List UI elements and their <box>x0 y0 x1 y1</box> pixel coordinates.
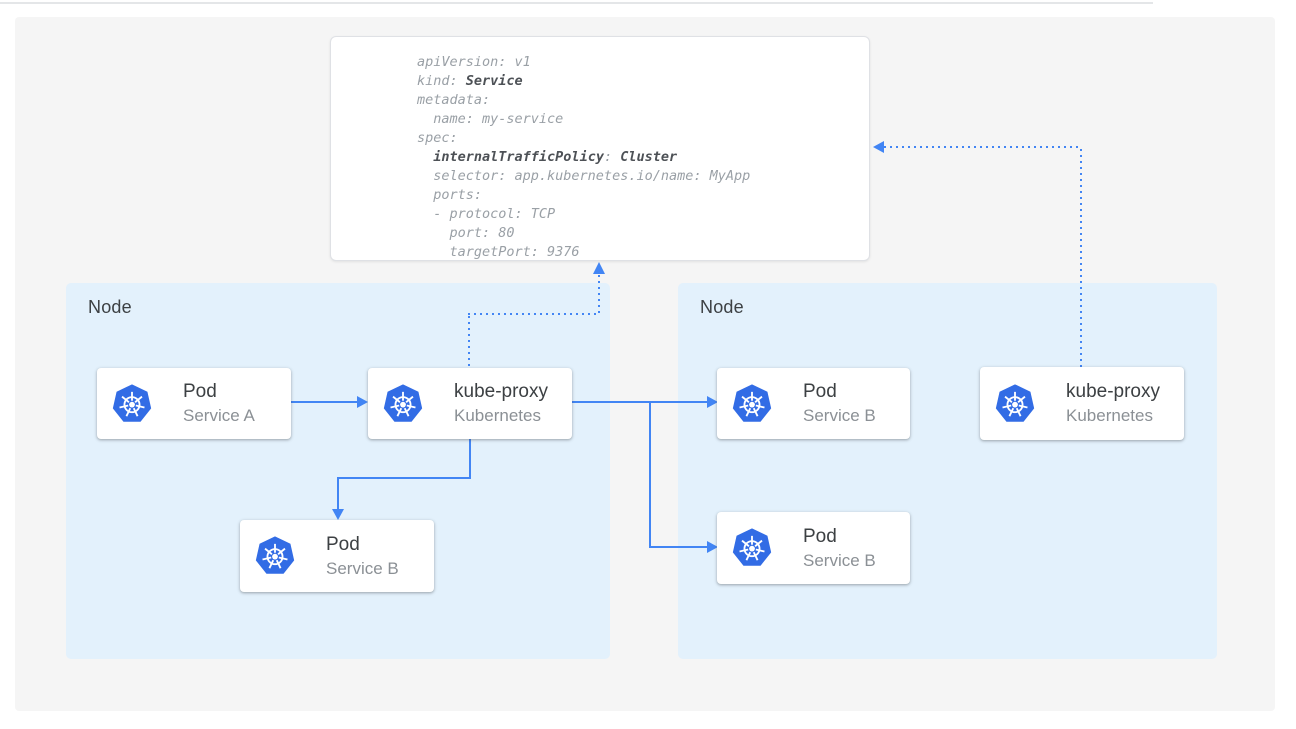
card-subtitle: Service A <box>183 406 255 425</box>
card-title: kube-proxy <box>454 381 548 402</box>
arrow-branch-to-podb-bottom-head <box>707 541 718 553</box>
dotted-right-kubeproxy-up-segment <box>1080 149 1082 367</box>
kubernetes-icon <box>111 383 153 425</box>
dotted-left-to-yaml-segment <box>598 275 600 315</box>
node-left-label: Node <box>88 297 132 317</box>
dotted-left-to-yaml-head <box>593 262 605 274</box>
arrow-to-podb-left-head <box>332 509 344 520</box>
arrow-poda-to-kubeproxy-head <box>357 396 368 408</box>
kubeproxy-card-right: kube-proxy Kubernetes <box>980 367 1184 440</box>
dotted-left-kubeproxy-up-segment <box>468 316 470 368</box>
arrow-kubeproxy-to-podb-top-head <box>707 396 718 408</box>
card-subtitle: Service B <box>803 406 876 425</box>
kubernetes-icon <box>731 383 773 425</box>
arrow-branch-to-podb-bottom-line <box>650 546 707 548</box>
pod-card-service-b-right-top: Pod Service B <box>717 368 910 439</box>
top-divider-line <box>0 2 1153 4</box>
card-title: Pod <box>803 381 837 402</box>
arrow-kubeproxy-down-segment <box>469 439 471 479</box>
arrow-to-podb-left-segment <box>337 477 339 509</box>
kubernetes-icon <box>731 527 773 569</box>
card-subtitle: Kubernetes <box>454 406 541 425</box>
card-title: Pod <box>803 525 837 547</box>
arrow-kubeproxy-left-segment <box>337 477 471 479</box>
card-title: Pod <box>326 533 360 555</box>
arrow-poda-to-kubeproxy-line <box>291 401 357 403</box>
kubernetes-icon <box>382 383 424 425</box>
arrow-branch-vertical-line <box>649 401 651 548</box>
kubeproxy-card-left: kube-proxy Kubernetes <box>368 368 572 439</box>
kubernetes-icon <box>994 383 1036 425</box>
dotted-right-to-yaml-head <box>873 141 884 153</box>
kubernetes-icon <box>254 535 296 577</box>
dotted-right-horizontal-segment <box>884 146 1081 148</box>
arrow-kubeproxy-to-podb-top-line <box>572 401 707 403</box>
dotted-left-horizontal-segment <box>468 313 600 315</box>
node-box-right: Node <box>678 283 1217 659</box>
card-subtitle: Kubernetes <box>1066 406 1153 425</box>
node-box-left: Node <box>66 283 610 659</box>
pod-card-service-b-right-bottom: Pod Service B <box>717 512 910 584</box>
card-subtitle: Service B <box>803 550 876 570</box>
pod-card-service-a: Pod Service A <box>97 368 291 439</box>
card-title: kube-proxy <box>1066 381 1160 402</box>
card-subtitle: Service B <box>326 558 399 578</box>
card-title: Pod <box>183 381 217 402</box>
node-right-label: Node <box>700 297 744 317</box>
pod-card-service-b-left: Pod Service B <box>240 520 434 592</box>
